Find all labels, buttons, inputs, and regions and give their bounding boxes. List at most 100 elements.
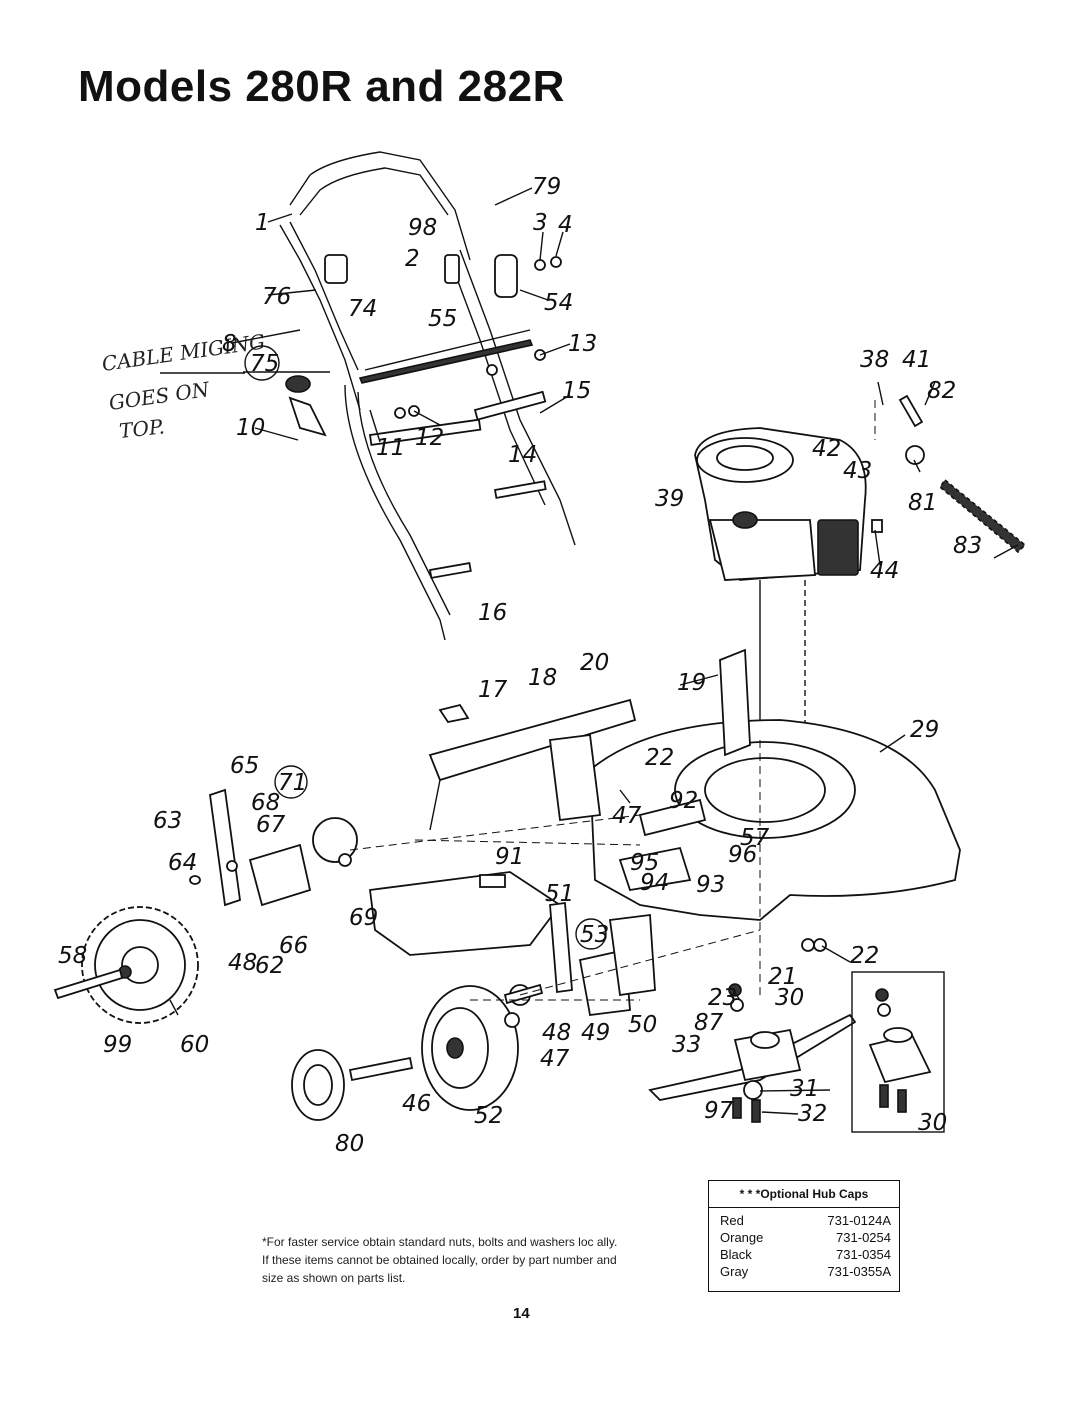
label-76: 76: [262, 284, 291, 310]
label-11: 11: [376, 435, 405, 461]
label-94: 94: [640, 870, 669, 896]
label-63: 63: [153, 808, 182, 834]
label-83: 83: [953, 533, 982, 559]
chain-parts: [871, 394, 1027, 554]
label-38: 38: [860, 347, 889, 373]
hub-cap-row: Black 731-0354: [709, 1246, 899, 1263]
label-31: 31: [790, 1076, 819, 1102]
label-15: 15: [562, 378, 591, 404]
hub-cap-row: Gray 731-0355A: [709, 1263, 899, 1280]
mower-deck: [428, 648, 961, 921]
label-93: 93: [696, 872, 725, 898]
label-47-top: 47: [612, 803, 642, 829]
hub-cap-row: Red 731-0124A: [709, 1212, 899, 1229]
label-10: 10: [236, 415, 265, 441]
label-54: 54: [544, 290, 573, 316]
label-44: 44: [870, 558, 899, 584]
label-81: 81: [908, 490, 937, 516]
hub-cap-part-number: 731-0254: [836, 1230, 891, 1245]
label-43: 43: [843, 458, 872, 484]
left-wheel: [53, 906, 199, 1024]
label-22-top: 22: [645, 745, 674, 771]
label-4: 4: [558, 212, 573, 238]
svg-text:GOES ON: GOES ON: [107, 377, 212, 415]
label-50: 50: [628, 1012, 657, 1038]
label-8: 8: [222, 331, 237, 357]
label-92: 92: [669, 788, 698, 814]
label-20: 20: [580, 650, 609, 676]
label-49: 49: [581, 1020, 610, 1046]
label-46: 46: [402, 1091, 431, 1117]
label-71: 71: [278, 770, 307, 796]
label-62: 62: [255, 953, 284, 979]
label-67: 67: [256, 812, 286, 838]
label-41: 41: [902, 347, 931, 373]
label-53: 53: [580, 922, 609, 948]
label-23: 23: [708, 985, 737, 1011]
hub-cap-part-number: 731-0124A: [827, 1213, 891, 1228]
footnote-line: size as shown on parts list.: [262, 1271, 406, 1285]
page-number: 14: [513, 1305, 530, 1322]
page-title: Models 280R and 282R: [78, 62, 565, 111]
label-48-left: 48: [228, 950, 257, 976]
label-87: 87: [694, 1010, 724, 1036]
hub-caps-header: * * *Optional Hub Caps: [709, 1181, 899, 1208]
service-footnote: *For faster service obtain standard nuts…: [262, 1233, 618, 1287]
label-48-right: 48: [542, 1020, 571, 1046]
svg-text:TOP.: TOP.: [118, 414, 166, 443]
label-14: 14: [508, 442, 537, 468]
label-47-bottom: 47: [540, 1046, 570, 1072]
label-39: 39: [655, 486, 684, 512]
hub-cap-part-number: 731-0355A: [827, 1264, 891, 1279]
hub-cap-color: Gray: [720, 1264, 749, 1279]
footnote-line: *For faster service obtain standard nuts…: [262, 1235, 618, 1249]
label-30: 30: [775, 985, 804, 1011]
part-labels: 1 79 98 3 4 2 76 74 54 55 8 75 13 10 11 …: [58, 174, 982, 1157]
label-51: 51: [545, 881, 574, 907]
hub-cap-row: Orange 731-0254: [709, 1229, 899, 1246]
label-95: 95: [630, 850, 659, 876]
label-74: 74: [348, 296, 377, 322]
label-75: 75: [250, 351, 279, 377]
label-69: 69: [349, 905, 378, 931]
engine: [694, 427, 867, 740]
label-42: 42: [812, 436, 841, 462]
hub-cap-color: Black: [720, 1247, 752, 1262]
label-16: 16: [478, 600, 507, 626]
label-13: 13: [568, 331, 597, 357]
label-60: 60: [180, 1032, 209, 1058]
label-96: 96: [728, 842, 757, 868]
hub-cap-color: Red: [720, 1213, 744, 1228]
circle-53: [575, 918, 607, 950]
label-17: 17: [478, 677, 508, 703]
hub-cap-part-number: 731-0354: [836, 1247, 891, 1262]
label-57: 57: [740, 825, 770, 851]
label-55: 55: [428, 306, 457, 332]
label-18: 18: [528, 665, 557, 691]
circle-71: [274, 765, 308, 799]
handle-assembly: [279, 151, 576, 641]
label-3: 3: [533, 210, 548, 236]
optional-hub-caps-table: * * *Optional Hub Caps Red 731-0124A Ora…: [708, 1180, 900, 1292]
label-97: 97: [704, 1098, 734, 1124]
footnote-line: If these items cannot be obtained locall…: [262, 1253, 617, 1267]
front-wheel: [291, 983, 544, 1121]
label-80: 80: [335, 1131, 364, 1157]
rear-flap: [368, 871, 562, 956]
label-65: 65: [230, 753, 259, 779]
blade-assembly: [648, 938, 857, 1123]
label-12: 12: [415, 425, 444, 451]
label-64: 64: [168, 850, 197, 876]
label-22-right: 22: [850, 943, 879, 969]
leader-lines: [169, 187, 1019, 1115]
label-19: 19: [677, 670, 706, 696]
label-66: 66: [279, 933, 308, 959]
label-21: 21: [768, 964, 797, 990]
inset-box-30: [851, 971, 945, 1133]
label-98: 98: [408, 215, 437, 241]
label-2: 2: [405, 246, 420, 272]
label-29: 29: [910, 717, 939, 743]
label-99: 99: [103, 1032, 132, 1058]
label-33: 33: [672, 1032, 701, 1058]
